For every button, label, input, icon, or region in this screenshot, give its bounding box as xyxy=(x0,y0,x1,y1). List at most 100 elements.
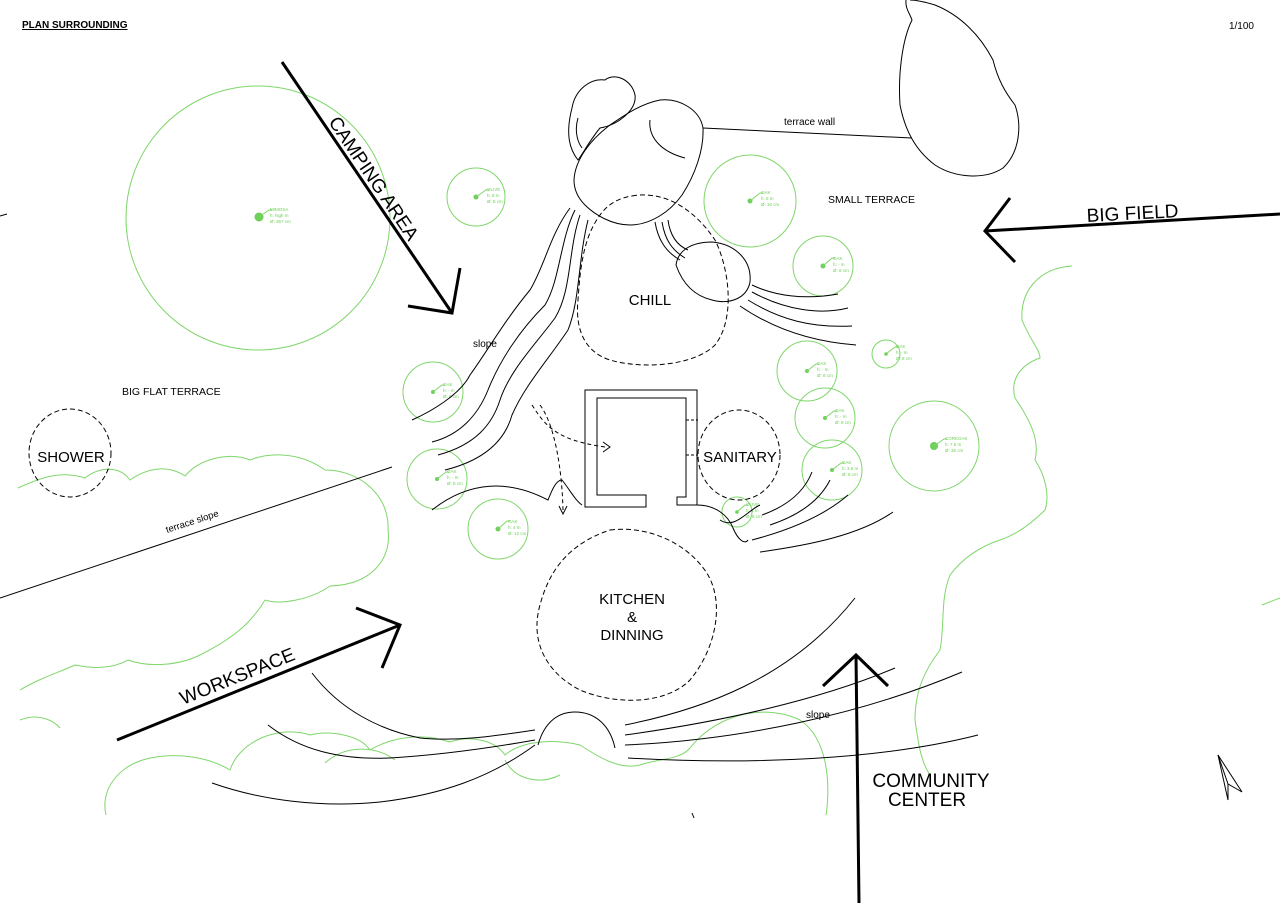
big-field-label: BIG FIELD xyxy=(1086,201,1179,227)
terrace-wall-label: terrace wall xyxy=(784,117,835,128)
tree-height: h: 8 m xyxy=(487,193,500,198)
tree-name: OAK xyxy=(443,382,453,387)
vegetation-outlines xyxy=(17,85,1280,816)
camping-area-label: CAMPING AREA xyxy=(324,113,422,245)
path-dashed-1 xyxy=(531,404,606,448)
tree-height: h: 4 m xyxy=(746,508,759,513)
building-outline xyxy=(584,389,698,508)
tree-olive-top: OLIVE h: 8 m Ø: 8 cm xyxy=(446,167,506,227)
trees: MIMOSA h: high m Ø: 357 cm OLIVE h: 8 m … xyxy=(254,154,980,560)
tree-diameter: Ø: 8 cm xyxy=(835,420,851,425)
slope-contour-3 xyxy=(444,219,589,471)
terrace-slope-line xyxy=(0,466,393,599)
direction-arrows xyxy=(116,61,1280,903)
boulder-top-main xyxy=(573,99,704,226)
zones xyxy=(28,194,781,701)
tree-oak-6: OAK h: 3.5 m Ø: 8 cm xyxy=(801,439,863,501)
linework xyxy=(0,0,1243,819)
tree-height: h: 3.5 m xyxy=(842,466,859,471)
mimosa-canopy xyxy=(125,85,391,351)
plan-title: PLAN SURROUNDING xyxy=(22,20,128,31)
big-field-arrow xyxy=(984,212,1280,233)
tree-name: OLIVE xyxy=(487,187,500,192)
tree-diameter: Ø: 8 cm xyxy=(447,481,463,486)
tree-oak-1: OAK h: 8 m Ø: 10 cm xyxy=(703,154,797,248)
kitchen-label-1: KITCHEN xyxy=(599,591,665,608)
tree-name: OAK xyxy=(447,469,457,474)
tree-diameter: Ø: 35 cm xyxy=(945,448,964,453)
slope-contour-2 xyxy=(437,214,581,456)
hedge-right xyxy=(914,265,1073,776)
tree-diameter: Ø: 8 cm xyxy=(817,373,833,378)
workspace-arrow xyxy=(116,623,401,742)
camping-area-arrow xyxy=(280,61,454,314)
tree-name: MIMOSA xyxy=(270,207,288,212)
chill-zone-outline xyxy=(576,194,729,366)
tree-oak-3: OAK h: - m Ø: 8 cm xyxy=(871,339,912,369)
rock-right-chill xyxy=(675,241,751,303)
boulder-top-left xyxy=(568,76,636,161)
scale-label: 1/100 xyxy=(1228,21,1254,32)
north-arrow-icon xyxy=(1217,754,1243,801)
workspace-label: WORKSPACE xyxy=(177,644,298,709)
tree-height: h: - m xyxy=(817,367,829,372)
chill-label: CHILL xyxy=(629,292,672,309)
hedge-left-upper xyxy=(17,454,389,603)
tree-height: h: - m xyxy=(447,475,459,480)
sanitary-label: SANITARY xyxy=(703,449,777,466)
tree-corkoak: CORKOAK h: 7.5 m Ø: 35 cm xyxy=(888,400,980,492)
tree-name: CORKOAK xyxy=(945,436,968,441)
labels: CHILL SANITARY SHOWER KITCHEN & DINNING … xyxy=(37,113,1179,811)
tree-name: OAK xyxy=(508,519,518,524)
tree-height: h: - m xyxy=(896,350,908,355)
kitchen-zone-outline xyxy=(536,528,717,701)
tree-diameter: Ø: 357 cm xyxy=(270,219,291,224)
tree-height: h: 4 m xyxy=(508,525,521,530)
tree-height: h: 8 m xyxy=(761,196,774,201)
community-center-label-1: COMMUNITY xyxy=(872,771,989,792)
tree-diameter: Ø: 8 cm xyxy=(833,268,849,273)
kitchen-label-3: DINNING xyxy=(600,627,663,644)
big-flat-terrace-label: BIG FLAT TERRACE xyxy=(122,386,221,398)
slope-label-bottom: slope xyxy=(806,710,830,721)
tree-diameter: Ø: 8 cm xyxy=(842,472,858,477)
tree-mimosa: MIMOSA h: high m Ø: 357 cm xyxy=(254,207,291,224)
tree-diameter: Ø: 8 cm xyxy=(746,514,762,519)
small-terrace-label: SMALL TERRACE xyxy=(828,194,915,206)
tree-diameter: Ø: 10 cm xyxy=(761,202,780,207)
tree-height: h: high m xyxy=(270,213,289,218)
tree-oak-7: OAK h: - m Ø: 8 cm xyxy=(402,361,464,423)
kitchen-label-2: & xyxy=(627,609,637,626)
tree-name: OAK xyxy=(896,344,906,349)
water-feature xyxy=(899,0,1020,177)
hedge-left-lower xyxy=(19,599,266,691)
hedge-bottom-inner xyxy=(324,748,561,781)
path-dashed-2 xyxy=(539,404,564,511)
bottom-mound xyxy=(537,711,616,749)
tree-name: OLIVE xyxy=(746,502,759,507)
edge-tick-bottom xyxy=(691,812,695,819)
boulder-inner-curve xyxy=(649,119,686,159)
tree-oak-5: OAK h: - m Ø: 8 cm xyxy=(794,387,856,449)
tree-diameter: Ø: 8 cm xyxy=(487,199,503,204)
hedge-left-stub xyxy=(19,716,61,729)
tree-name: OAK xyxy=(833,256,843,261)
tree-olive-small: OLIVE h: 4 m Ø: 8 cm xyxy=(721,496,762,528)
tree-oak-4: OAK h: - m Ø: 8 cm xyxy=(776,340,838,402)
tree-height: h: 7.5 m xyxy=(945,442,962,447)
tree-height: h: - m xyxy=(443,388,455,393)
community-center-label-2: CENTER xyxy=(888,790,966,811)
shower-label: SHOWER xyxy=(37,449,105,466)
hedge-bottom xyxy=(104,711,829,816)
slope-contour-1 xyxy=(431,209,576,443)
boulder-left-notch xyxy=(575,117,583,149)
community-center-arrow xyxy=(854,654,861,903)
sanitary-zone-outline xyxy=(697,409,781,501)
tree-name: OAK xyxy=(835,408,845,413)
shower-zone-outline xyxy=(28,408,112,498)
tree-oak-8: OAK h: - m Ø: 8 cm xyxy=(406,448,468,510)
tree-oak-2: OAK h: - m Ø: 8 cm xyxy=(792,235,854,297)
tree-name: OAK xyxy=(842,460,852,465)
tree-name: OAK xyxy=(817,361,827,366)
